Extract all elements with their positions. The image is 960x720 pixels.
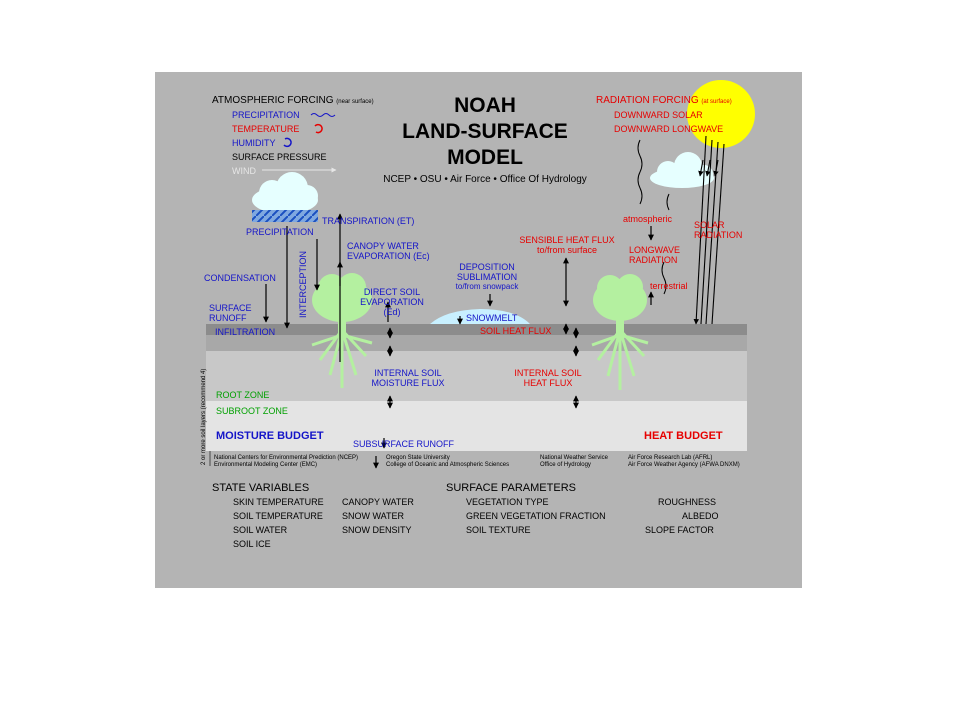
longwave-wavy-lines	[637, 139, 670, 295]
label-heat-budget: HEAT BUDGET	[644, 430, 723, 442]
snowpack-icon	[430, 309, 530, 324]
label-moisture-budget: MOISTURE BUDGET	[216, 430, 324, 442]
state-var-canopy-water: CANOPY WATER	[342, 497, 414, 507]
label-subroot-zone: SUBROOT ZONE	[216, 406, 288, 416]
tree-right-icon	[591, 274, 649, 390]
surface-param-vegetation-type: VEGETATION TYPE	[466, 497, 549, 507]
state-variables-heading: STATE VARIABLES	[212, 482, 310, 494]
credit-nws-1: National Weather Service	[540, 455, 608, 461]
label-direct-soil-2: EVAPORATION	[360, 297, 424, 307]
soil-layer-2	[206, 335, 747, 351]
title-line-3: MODEL	[447, 146, 523, 169]
title-partners: NCEP • OSU • Air Force • Office Of Hydro…	[383, 174, 587, 185]
label-soil-layers: 2 or more soil layers (recommend 4)	[201, 368, 207, 465]
label-infiltration: INFILTRATION	[215, 327, 276, 337]
tree-left-icon	[311, 273, 373, 388]
label-direct-soil-1: DIRECT SOIL	[363, 287, 421, 297]
surface-parameters-heading: SURFACE PARAMETERS	[446, 482, 576, 494]
label-terrestrial: terrestrial	[650, 281, 688, 291]
label-precipitation: PRECIPITATION	[246, 227, 314, 237]
label-subsurface-runoff: SUBSURFACE RUNOFF	[353, 439, 455, 449]
label-internal-moisture-2: MOISTURE FLUX	[371, 378, 445, 388]
surface-param-roughness: ROUGHNESS	[658, 497, 717, 507]
soil-top-layer	[206, 324, 747, 335]
soil-layer-3	[206, 351, 747, 401]
credit-osu-1: Oregon State University	[386, 455, 450, 461]
radiation-forcing-qualifier: (at surface)	[701, 99, 732, 105]
state-var-soil-ice: SOIL ICE	[233, 539, 271, 549]
radiation-downward-solar: DOWNWARD SOLAR	[614, 110, 703, 120]
precipitation-wave-icon	[310, 113, 336, 117]
label-internal-moisture-1: INTERNAL SOIL	[374, 368, 442, 378]
label-condensation: CONDENSATION	[204, 273, 276, 283]
state-var-snow-density: SNOW DENSITY	[342, 525, 412, 535]
label-atmospheric: atmospheric	[623, 214, 673, 224]
radiation-downward-longwave: DOWNWARD LONGWAVE	[614, 124, 724, 134]
title-line-2: LAND-SURFACE	[402, 120, 568, 143]
surface-param-albedo: ALBEDO	[682, 511, 719, 521]
surface-param-green-vegetation-fraction: GREEN VEGETATION FRACTION	[466, 511, 606, 521]
label-longwave-1: LONGWAVE	[629, 245, 681, 255]
label-canopy-evap-1: CANOPY WATER	[347, 241, 419, 251]
label-canopy-evap-2: EVAPORATION (Ec)	[347, 251, 430, 261]
label-deposition-2: SUBLIMATION	[456, 272, 518, 282]
state-var-soil-temperature: SOIL TEMPERATURE	[233, 511, 323, 521]
credit-af-1: Air Force Research Lab (AFRL)	[628, 455, 713, 461]
credit-nws-2: Office of Hydrology	[540, 462, 591, 468]
credit-ncep-2: Environmental Modeling Center (EMC)	[214, 462, 318, 468]
title-line-1: NOAH	[454, 94, 516, 117]
surface-param-slope-factor: SLOPE FACTOR	[645, 525, 714, 535]
state-var-snow-water: SNOW WATER	[342, 511, 404, 521]
label-snowmelt: SNOWMELT	[466, 313, 518, 323]
flux-arrows	[263, 213, 654, 469]
forcing-surface-pressure: SURFACE PRESSURE	[232, 152, 327, 162]
surface-param-soil-texture: SOIL TEXTURE	[466, 525, 531, 535]
cloud-left-icon	[252, 172, 318, 214]
solar-radiation-lines	[693, 135, 725, 325]
rain-band-icon	[252, 210, 318, 222]
state-var-soil-water: SOIL WATER	[233, 525, 288, 535]
credit-osu-2: College of Oceanic and Atmospheric Scien…	[386, 462, 510, 468]
soil-layer-4	[206, 401, 747, 451]
label-solar-2: RADIATION	[694, 230, 743, 240]
label-transpiration: TRANSPIRATION (ET)	[322, 216, 415, 226]
label-interception: INTERCEPTION	[298, 250, 308, 318]
label-deposition-1: DEPOSITION	[459, 262, 515, 272]
forcing-wind: WIND	[232, 166, 256, 176]
label-solar-1: SOLAR	[694, 220, 725, 230]
forcing-temperature: TEMPERATURE	[232, 124, 300, 134]
label-longwave-2: RADIATION	[629, 255, 678, 265]
label-root-zone: ROOT ZONE	[216, 390, 270, 400]
credit-ncep-1: National Centers for Environmental Predi…	[214, 455, 359, 461]
atmospheric-forcing-qualifier: (near surface)	[336, 99, 374, 105]
label-internal-heat-1: INTERNAL SOIL	[514, 368, 582, 378]
label-soil-heat-flux: SOIL HEAT FLUX	[480, 326, 552, 336]
label-sensible-heat-2: to/from surface	[536, 245, 598, 255]
label-deposition-3: to/from snowpack	[455, 282, 519, 291]
label-internal-heat-2: HEAT FLUX	[523, 378, 573, 388]
forcing-precipitation: PRECIPITATION	[232, 110, 300, 120]
sun-icon	[687, 80, 755, 148]
forcing-humidity: HUMIDITY	[232, 138, 276, 148]
atmospheric-forcing-heading: ATMOSPHERIC FORCING (near surface)	[212, 95, 374, 106]
label-direct-soil-3: (Ed)	[383, 307, 401, 317]
radiation-forcing-heading: RADIATION FORCING (at surface)	[596, 95, 732, 106]
humidity-curl-icon	[283, 137, 292, 148]
state-var-skin-temperature: SKIN TEMPERATURE	[233, 497, 324, 507]
credit-af-2: Air Force Weather Agency (AFWA DNXM)	[628, 462, 740, 468]
label-surface-runoff-2: RUNOFF	[209, 313, 247, 323]
label-sensible-heat-1: SENSIBLE HEAT FLUX	[519, 235, 615, 245]
temperature-curl-icon	[314, 123, 323, 134]
label-surface-runoff-1: SURFACE	[209, 303, 252, 313]
